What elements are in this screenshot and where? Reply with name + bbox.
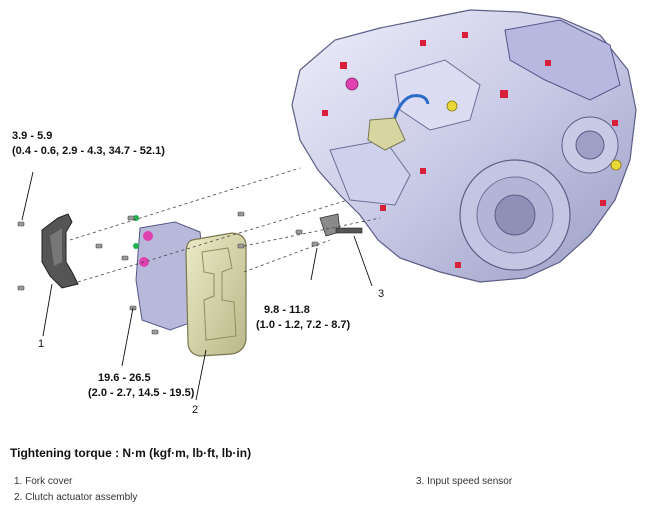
- actuator-torque-callout: 19.6 - 26.5 (2.0 - 2.7, 14.5 - 19.5): [88, 372, 194, 400]
- sensor-torque-nm: 9.8 - 11.8: [264, 304, 310, 316]
- actuator-torque-other-units: (2.0 - 2.7, 14.5 - 19.5): [88, 387, 195, 399]
- item-number-1: 1: [38, 338, 45, 350]
- fork-cover: [41, 213, 79, 289]
- fork-cover-torque-other-units: (0.4 - 0.6, 2.9 - 4.3, 34.7 - 52.1): [12, 145, 165, 157]
- item-number-3: 3: [378, 288, 385, 300]
- sensor-torque-other-units: (1.0 - 1.2, 7.2 - 8.7): [256, 319, 351, 331]
- input-speed-sensor: [319, 213, 363, 237]
- alignment-lines: [69, 167, 381, 283]
- loose-bolts: [95, 211, 319, 335]
- leader-lines: [21, 171, 373, 401]
- item-number-2: 2: [192, 404, 199, 416]
- fork-cover-bolt: [17, 221, 25, 291]
- fork-cover-torque-callout: 3.9 - 5.9 (0.4 - 0.6, 2.9 - 4.3, 34.7 - …: [12, 130, 165, 158]
- fork-cover-torque-nm: 3.9 - 5.9: [12, 130, 53, 142]
- sensor-torque-callout: 9.8 - 11.8 (1.0 - 1.2, 7.2 - 8.7): [256, 304, 350, 332]
- torque-units-caption: Tightening torque : N·m (kgf·m, lb·ft, l…: [10, 446, 252, 460]
- legend-item-input-speed-sensor: 3. Input speed sensor: [416, 476, 513, 487]
- legend-item-clutch-actuator: 2. Clutch actuator assembly: [14, 492, 138, 503]
- actuator-torque-nm: 19.6 - 26.5: [98, 372, 151, 384]
- clutch-actuator-cover: [185, 232, 247, 357]
- transmission-housing: [291, 9, 637, 283]
- legend-item-fork-cover: 1. Fork cover: [14, 476, 73, 487]
- exploded-view-diagram: [17, 9, 637, 401]
